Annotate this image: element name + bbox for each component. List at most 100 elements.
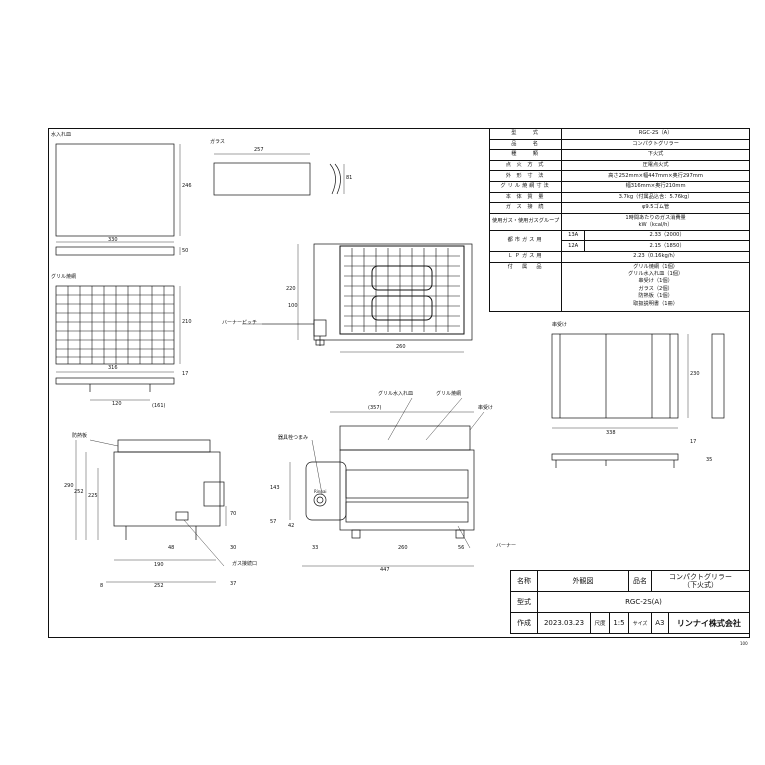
dim-glass-width: 257 <box>254 147 264 153</box>
dim-drip-width: 338 <box>606 430 616 436</box>
title-scale: 1:5 <box>608 612 630 634</box>
accessory-item: グリル焼網（1個） <box>633 263 678 270</box>
spec-value: φ9.5ゴム管 <box>561 202 750 214</box>
leader-lines <box>89 323 485 567</box>
water-tray-view <box>55 143 181 256</box>
label-drip-tray-2: 串受け <box>478 405 494 411</box>
title-model-value: RGC-2S(A) <box>537 591 750 613</box>
spec-value: 3.7kg（付属品込含：5.76kg） <box>561 191 750 204</box>
gas-header-value: 1時間あたりのガス消費量 kW（kcal/h） <box>561 212 750 231</box>
dim-side-37: 37 <box>230 581 237 587</box>
accessory-item: ガラス（2個） <box>638 285 673 292</box>
title-name-value: 外観図 <box>536 570 630 592</box>
spec-key: 品 名 <box>488 138 563 151</box>
dim-top-width: 260 <box>396 344 406 350</box>
dim-front-57: 57 <box>270 519 277 525</box>
front-view <box>289 411 475 567</box>
dim-top-height: 220 <box>286 286 296 292</box>
drawing-frame <box>48 128 750 638</box>
gas-group: 13A <box>561 229 586 242</box>
dim-tray-width: 330 <box>108 237 118 243</box>
label-instrument-knob: 器具栓つまみ <box>278 435 309 441</box>
gas-group: 12A <box>561 240 586 252</box>
dim-side-70: 70 <box>230 511 237 517</box>
side-view <box>75 439 227 583</box>
dim-front-357: (357) <box>368 405 382 411</box>
spec-key: 型 式 <box>488 128 563 140</box>
label-heat-shield: 防熱板 <box>72 433 88 439</box>
dim-side-48: 48 <box>168 545 175 551</box>
dim-front-42: 42 <box>288 523 295 529</box>
gas-consumption: 2.33（2000） <box>584 229 750 242</box>
lp-gas-key: ＬＰガス用 <box>488 250 563 263</box>
lp-gas-value: 2.23（0.16kg/h） <box>561 250 750 263</box>
dim-side-225: 225 <box>88 493 98 499</box>
title-scale-key: 尺度 <box>590 612 610 634</box>
product-type: （下火式） <box>683 581 718 589</box>
dim-front-56: 56 <box>458 545 465 551</box>
dim-drip-height-2: 35 <box>706 457 713 463</box>
gas-consumption: 2.15（1850） <box>584 240 750 252</box>
dim-net-depth: 210 <box>182 319 192 325</box>
title-company: リンナイ株式会社 <box>667 612 751 634</box>
title-date: 2023.03.23 <box>536 612 592 634</box>
glass-view <box>213 153 345 196</box>
title-product-key: 品名 <box>628 570 653 592</box>
spec-key: ガ ス 接 続 <box>488 202 563 214</box>
label-water-tray: 水入れ皿 <box>51 132 72 138</box>
dim-net-height: 17 <box>182 371 189 377</box>
dim-side-30: 30 <box>230 545 237 551</box>
dim-drip-depth: 230 <box>690 371 700 377</box>
label-grill-net: グリル焼網 <box>51 274 77 280</box>
title-model-key: 型式 <box>510 591 538 613</box>
accessory-item: 串受け（1個） <box>638 278 673 285</box>
title-made-key: 作成 <box>510 612 538 634</box>
label-burner-pitch: バーナーピッチ <box>222 320 258 326</box>
dim-front-447: 447 <box>380 567 390 573</box>
dim-front-143: 143 <box>270 485 280 491</box>
dim-top-pitch: 100 <box>288 303 298 309</box>
dim-side-190: 190 <box>154 562 164 568</box>
spec-key: グリル焼網寸法 <box>488 180 563 193</box>
city-gas-key: 都市ガス用 <box>488 229 563 252</box>
product-name: コンパクトグリラー <box>669 573 732 581</box>
spec-key: 外 形 寸 法 <box>488 170 563 182</box>
top-view <box>242 243 473 353</box>
title-name-key: 名称 <box>510 570 538 592</box>
gas-header-key: 使用ガス・使用ガスグループ <box>488 212 563 231</box>
label-burner: バーナー <box>496 543 517 549</box>
title-product-value: コンパクトグリラー（下火式） <box>651 570 750 592</box>
spec-value: 圧電点火式 <box>561 159 750 172</box>
dim-side-252: 252 <box>74 489 84 495</box>
accessory-item: グリル水入れ皿（1個） <box>627 270 684 277</box>
spec-value: RGC-2S（A） <box>561 128 750 140</box>
drip-tray-view <box>551 333 725 468</box>
corner-code: 100 <box>740 641 748 646</box>
accessory-item: 取扱説明書（1冊） <box>633 300 678 307</box>
dim-net-foot: 120 <box>112 401 122 407</box>
accessory-item: 防熱板（1個） <box>638 293 673 300</box>
label-grill-net-2: グリル焼網 <box>436 391 462 397</box>
label-drip-tray: 串受け <box>552 322 568 328</box>
label-gas-inlet: ガス接続口 <box>232 561 258 567</box>
spec-value: 下火式 <box>561 149 750 161</box>
spec-value: 幅316mm×奥行210mm <box>561 180 750 193</box>
spec-value: 高さ252mm×幅447mm×奥行297mm <box>561 170 750 182</box>
title-size: A3 <box>651 612 669 634</box>
label-glass: ガラス <box>210 139 225 145</box>
grill-net-view <box>55 285 181 401</box>
dim-net-width: 316 <box>108 365 118 371</box>
dim-tray-depth: 246 <box>182 183 192 189</box>
title-block: 名称 外観図 品名 コンパクトグリラー（下火式） 型式 RGC-2S(A) 作成… <box>510 570 751 634</box>
dim-side-252b: 252 <box>154 583 164 589</box>
spec-key: 種 類 <box>488 149 563 161</box>
spec-value: コンパクトグリラー <box>561 138 750 151</box>
label-grill-water-tray: グリル水入れ皿 <box>378 391 414 397</box>
dim-side-290: 290 <box>64 483 74 489</box>
accessories-list: グリル焼網（1個） グリル水入れ皿（1個） 串受け（1個） ガラス（2個） 防熱… <box>561 261 750 312</box>
dim-front-33: 33 <box>312 545 319 551</box>
accessories-key: 付 属 品 <box>488 261 563 312</box>
rinnai-mark: Rinnai <box>314 489 327 494</box>
spec-key: 点 火 方 式 <box>488 159 563 172</box>
